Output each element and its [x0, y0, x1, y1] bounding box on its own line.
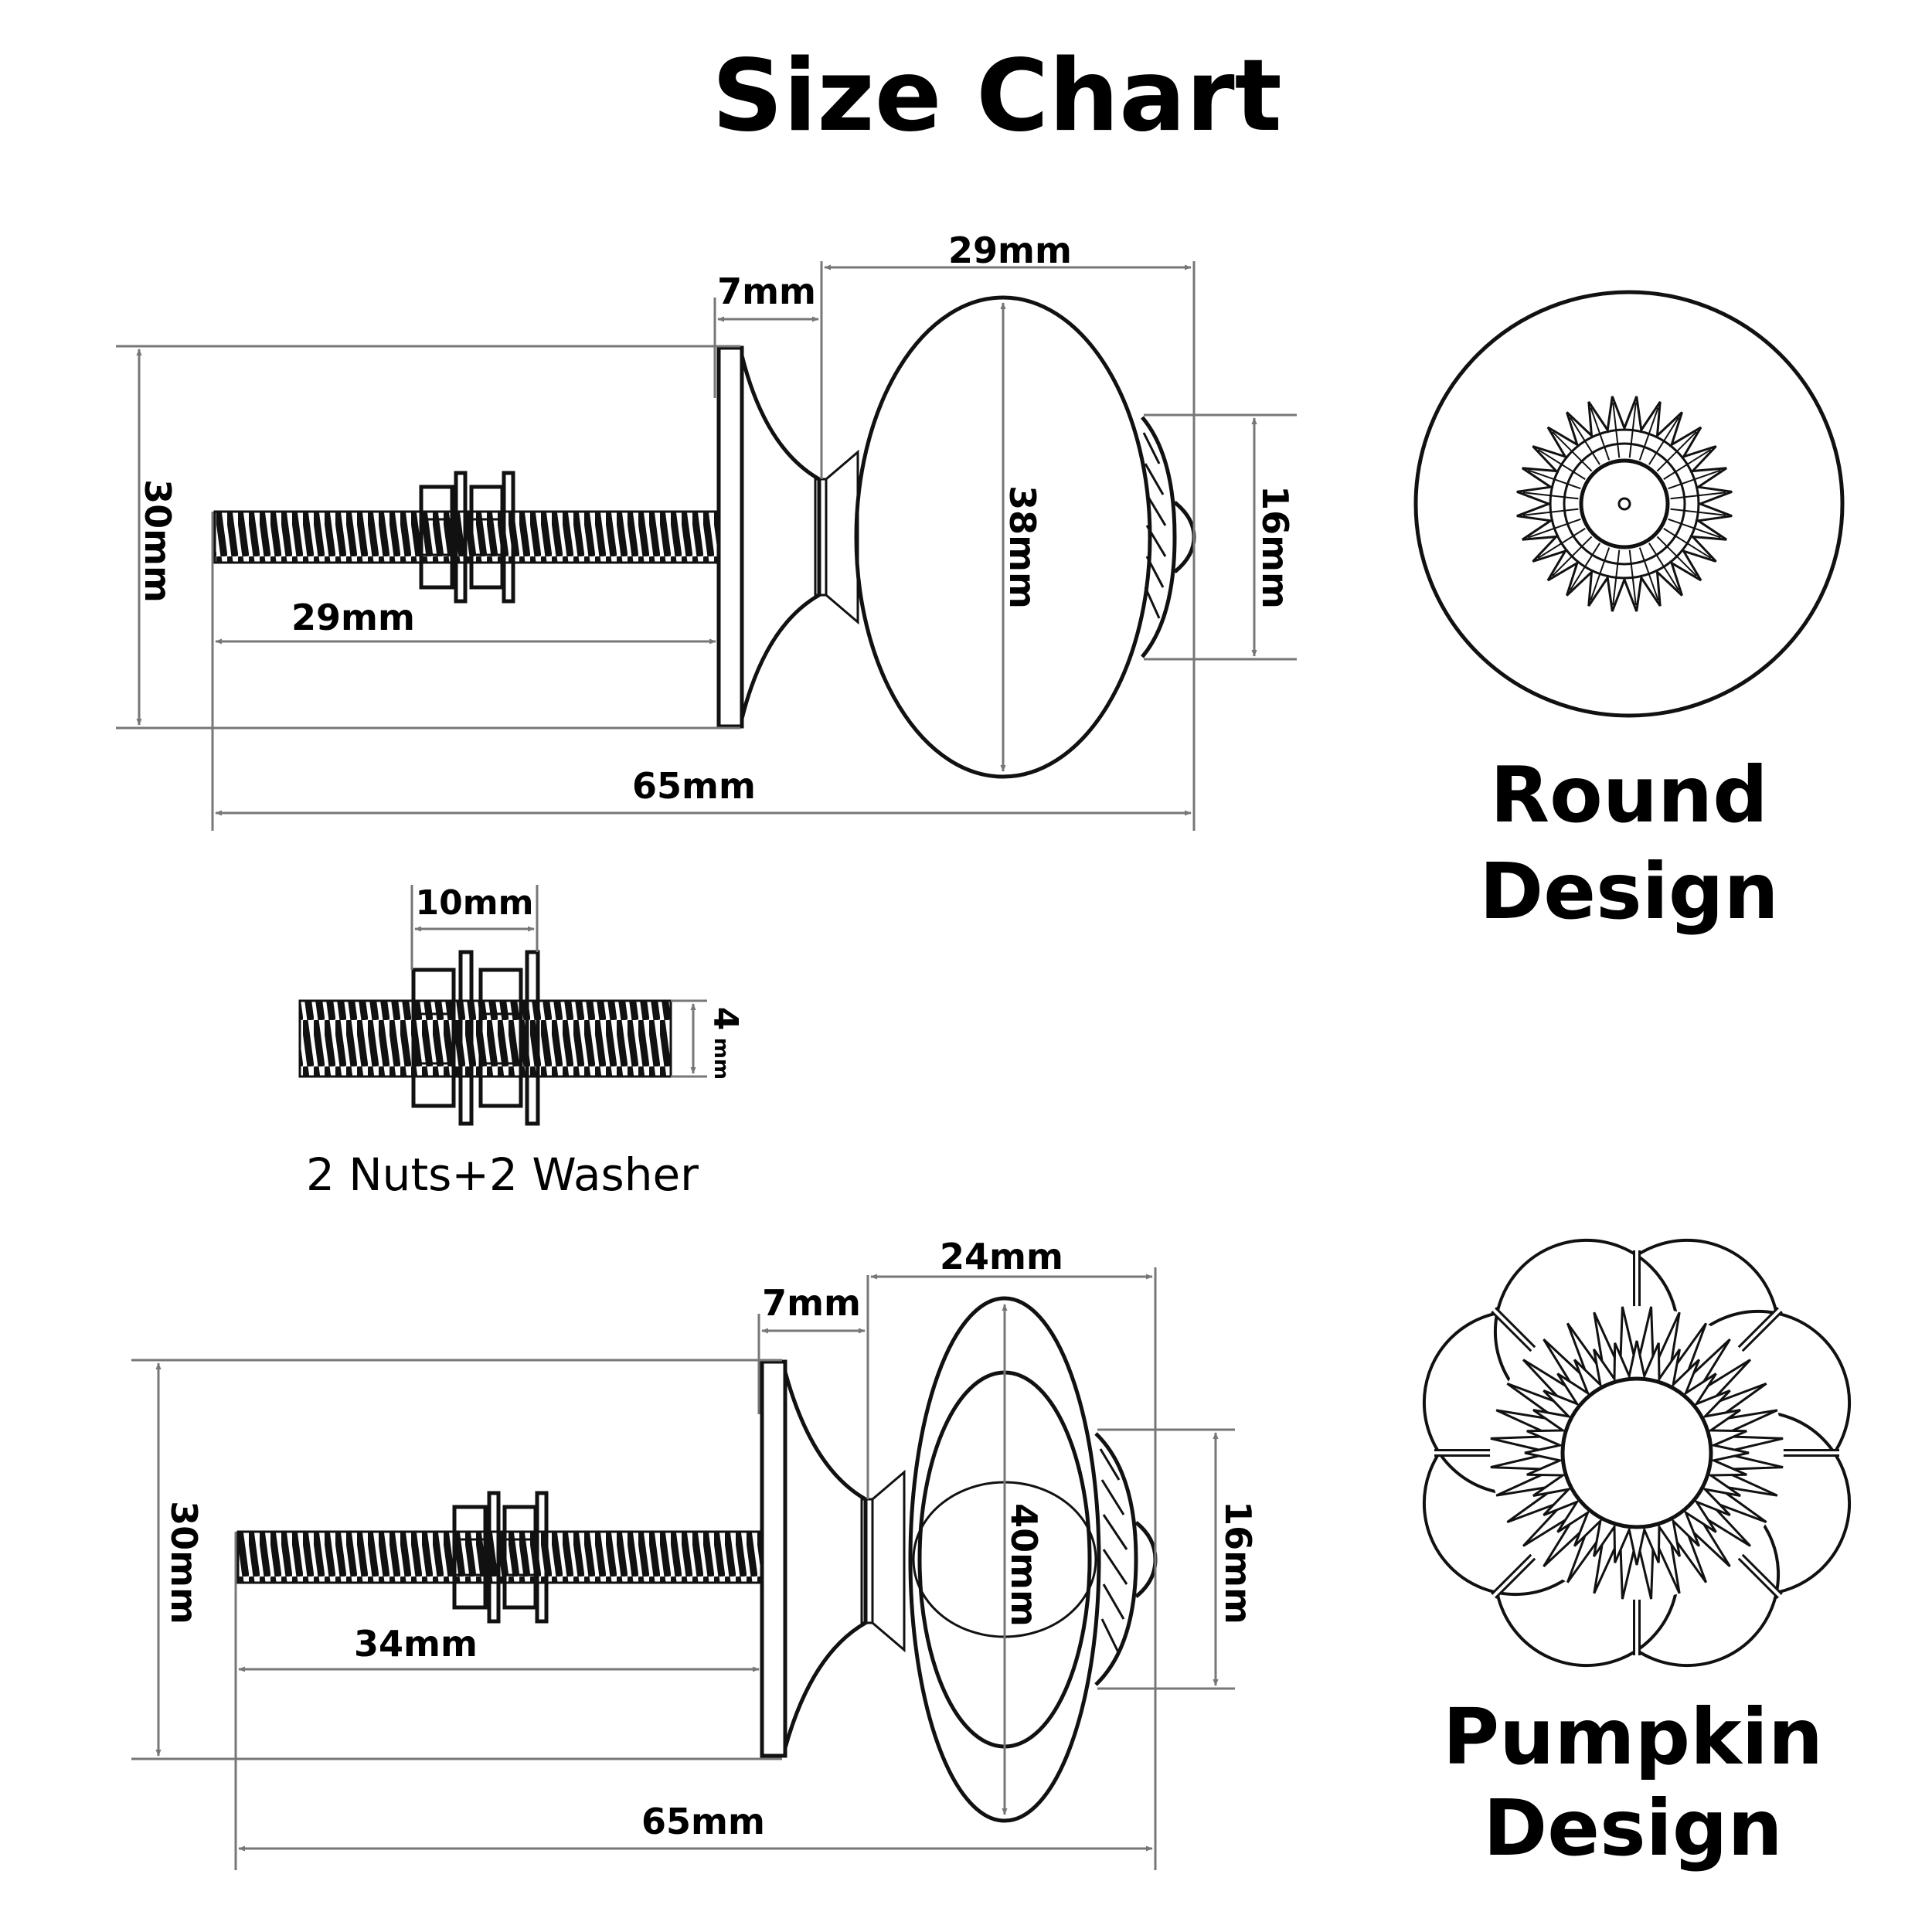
round-dim-head-length: 29mm: [824, 230, 1192, 271]
pumpkin-sunburst-ring: [1524, 1340, 1750, 1566]
round-dim-head-diameter: 38mm: [1000, 302, 1043, 772]
hardware-caption: 2 Nuts+2 Washer: [306, 1148, 699, 1201]
pumpkin-dim-screw-length: 34mm: [234, 1532, 760, 1870]
hardware-dim-thread-diameter: 4 mm: [671, 999, 745, 1080]
round-knob-head: [854, 295, 1152, 779]
pumpkin-nuts-washers: [452, 1491, 549, 1624]
round-knob-side-view: [213, 295, 1196, 779]
round-label-base-height: 30mm: [137, 479, 179, 603]
pumpkin-dim-total-length: 65mm: [238, 1267, 1157, 1870]
round-design-label-line1: Round: [1490, 750, 1768, 840]
pumpkin-label-neck-length: 7mm: [762, 1282, 861, 1324]
pumpkin-dim-head-diameter: 40mm: [1002, 1304, 1045, 1815]
round-label-head-length: 29mm: [948, 230, 1072, 271]
round-label-cap-diameter: 16mm: [1254, 485, 1296, 609]
pumpkin-dim-cap-diameter: 16mm: [1097, 1428, 1259, 1690]
pumpkin-design-label-line1: Pumpkin: [1443, 1692, 1823, 1782]
round-label-head-diameter: 38mm: [1002, 485, 1043, 609]
hardware-dim-nut-width: 10mm: [410, 883, 539, 970]
round-sunburst-outline: [1516, 396, 1733, 612]
round-base-plate: [716, 345, 744, 729]
round-dim-screw-length: 29mm: [211, 512, 716, 831]
page-title: Size Chart: [712, 39, 1282, 154]
pumpkin-dim-head-length: 24mm: [870, 1236, 1153, 1280]
pumpkin-knob-head-outer: [908, 1296, 1101, 1823]
pumpkin-label-head-diameter: 40mm: [1003, 1503, 1045, 1627]
pumpkin-design-front-view: [1422, 1238, 1852, 1668]
round-label-total-length: 65mm: [632, 765, 756, 807]
round-neck: [740, 355, 821, 719]
hardware-label-thread-unit: mm: [709, 1038, 733, 1080]
round-nuts-washers: [419, 471, 515, 604]
pumpkin-knob-cap: [1094, 1432, 1138, 1686]
round-dim-base-height: 30mm: [116, 345, 740, 730]
pumpkin-label-base-height: 30mm: [163, 1501, 205, 1624]
round-design-label-line2: Design: [1479, 846, 1778, 937]
pumpkin-label-screw-length: 34mm: [354, 1623, 478, 1665]
round-knob-cap: [1141, 416, 1177, 658]
round-label-neck-length: 7mm: [717, 270, 816, 312]
pumpkin-design-label-line2: Design: [1483, 1783, 1782, 1873]
pumpkin-dim-base-height: 30mm: [131, 1359, 782, 1760]
round-dim-neck-length: 7mm: [713, 261, 823, 479]
pumpkin-label-cap-diameter: 16mm: [1217, 1501, 1259, 1624]
pumpkin-dim-neck-length: 7mm: [757, 1275, 869, 1499]
hardware-nuts-washers-view: [298, 950, 672, 1126]
round-label-screw-length: 29mm: [291, 597, 415, 638]
pumpkin-label-head-length: 24mm: [940, 1236, 1063, 1277]
pumpkin-base-plate: [760, 1359, 787, 1758]
round-dim-total-length: 65mm: [215, 261, 1196, 831]
pumpkin-label-total-length: 65mm: [641, 1801, 765, 1842]
hardware-thread: [298, 999, 672, 1078]
round-dim-cap-diameter: 16mm: [1144, 413, 1297, 661]
pumpkin-neck: [783, 1371, 868, 1749]
round-design-front-view: [1413, 290, 1845, 718]
hardware-label-nut-width: 10mm: [416, 883, 534, 923]
hardware-label-thread-value: 4: [706, 1007, 745, 1031]
